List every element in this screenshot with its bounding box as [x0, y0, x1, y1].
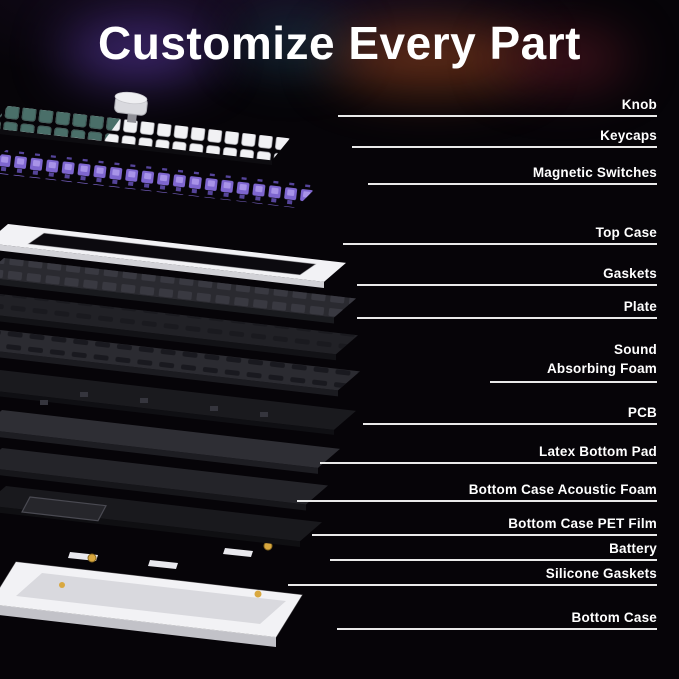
leader-line-gaskets: [357, 284, 657, 286]
leader-line-bottom-case-acoustic-foam: [297, 500, 657, 502]
silicone-gaskets-layer: [68, 541, 273, 569]
pcb-layer: [0, 370, 356, 435]
bottom-case-layer: [0, 561, 303, 647]
sound-absorbing-foam-layer: [0, 330, 360, 397]
latex-bottom-pad-layer: [0, 410, 340, 474]
page-title: Customize Every Part: [98, 17, 581, 69]
keycaps-layer: [0, 106, 290, 165]
leader-line-magnetic-switches: [368, 183, 657, 185]
label-bottom-case: Bottom Case: [571, 610, 657, 625]
label-bottom-case-pet-film: Bottom Case PET Film: [508, 516, 657, 531]
label-magnetic-switches: Magnetic Switches: [532, 165, 657, 180]
screw-icon: [87, 553, 97, 563]
background-glow-red: [498, 34, 628, 84]
knob-illustration: [114, 91, 148, 123]
label-gaskets: Gaskets: [603, 266, 657, 281]
leader-line-keycaps: [352, 146, 657, 148]
leader-line-bottom-case-pet-film: [312, 534, 657, 536]
label-keycaps: Keycaps: [600, 128, 657, 143]
leader-line-latex-bottom-pad: [320, 462, 657, 464]
leader-line-sound-absorbing-foam: [490, 381, 657, 383]
bottom-case-pet-film-layer: [0, 486, 322, 547]
background-glow-orange: [330, 28, 530, 88]
leader-line-silicone-gaskets: [288, 584, 657, 586]
screw-icon: [254, 590, 262, 598]
top-case-layer: [0, 224, 346, 288]
label-bottom-case-acoustic-foam: Bottom Case Acoustic Foam: [468, 482, 657, 497]
label-battery: Battery: [609, 541, 657, 556]
label-latex-bottom-pad: Latex Bottom Pad: [539, 444, 657, 459]
screw-icon: [59, 582, 65, 588]
plate-layer: [0, 294, 358, 361]
leader-line-top-case: [343, 243, 657, 245]
leader-line-knob: [338, 115, 657, 117]
magnetic-switches-layer: [0, 150, 318, 208]
leader-line-plate: [357, 317, 657, 319]
gaskets-layer: [0, 258, 356, 324]
label-pcb: PCB: [627, 405, 657, 420]
label-knob: Knob: [621, 97, 657, 112]
label-plate: Plate: [623, 299, 657, 314]
background-glow-purple: [62, 24, 212, 80]
leader-line-pcb: [363, 423, 657, 425]
bottom-case-acoustic-foam-layer: [0, 448, 328, 511]
label-top-case: Top Case: [595, 225, 657, 240]
battery-illustration: [21, 496, 107, 522]
background-glow-teal: [238, 20, 348, 66]
label-silicone-gaskets: Silicone Gaskets: [545, 566, 657, 581]
leader-line-bottom-case: [337, 628, 657, 630]
label-sound-absorbing-foam: Sound Absorbing Foam: [546, 342, 657, 376]
leader-line-battery: [330, 559, 657, 561]
